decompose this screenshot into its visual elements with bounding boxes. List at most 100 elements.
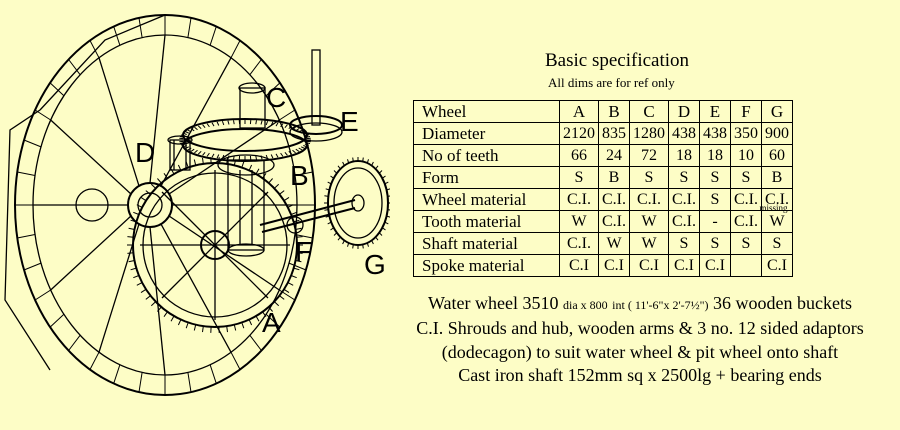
wheel-spoke bbox=[168, 215, 280, 291]
table-row: Wheel material C.I. C.I. C.I. C.I. S C.I… bbox=[413, 188, 793, 211]
table-cell: C.I. bbox=[598, 210, 630, 233]
table-cell: 438 bbox=[668, 122, 700, 145]
label-d: D bbox=[135, 137, 155, 168]
table-cell: 900 bbox=[761, 122, 793, 145]
gear-d bbox=[167, 135, 193, 171]
table-cell: 438 bbox=[699, 122, 731, 145]
table-cell: C.I. bbox=[559, 188, 599, 211]
table-cell: S bbox=[668, 232, 700, 255]
table-cell: C.I. bbox=[559, 232, 599, 255]
note-line-3: (dodecagon) to suit water wheel & pit wh… bbox=[441, 342, 839, 362]
table-cell: S bbox=[730, 166, 762, 189]
spec-title: Basic specification bbox=[545, 50, 690, 71]
table-row: Shaft material C.I. W W S S S S bbox=[413, 232, 793, 255]
label-f: F bbox=[295, 236, 312, 267]
row-label: Form bbox=[413, 166, 560, 189]
table-cell: 60 bbox=[761, 144, 793, 167]
table-cell: 18 bbox=[668, 144, 700, 167]
row-label: Spoke material bbox=[413, 254, 560, 277]
table-cell: C.I bbox=[699, 254, 731, 277]
wheel-spoke bbox=[98, 57, 140, 187]
label-b: B bbox=[290, 160, 309, 191]
table-cell: C.I. bbox=[730, 188, 762, 211]
gear-c-stack bbox=[179, 82, 311, 257]
gear-e bbox=[289, 49, 343, 142]
wheel-spoke bbox=[50, 119, 132, 195]
header-cell: E bbox=[699, 100, 731, 123]
table-cell: C.I. bbox=[668, 188, 700, 211]
label-c: C bbox=[266, 82, 286, 113]
note-line-2: C.I. Shrouds and hub, wooden arms & 3 no… bbox=[416, 318, 864, 338]
wheel-spoke bbox=[149, 34, 166, 184]
wheel-spoke bbox=[50, 215, 132, 291]
table-row: No of teeth 66 24 72 18 18 10 60 bbox=[413, 144, 793, 167]
table-cell: 24 bbox=[598, 144, 630, 167]
table-cell: S bbox=[699, 232, 731, 255]
table-cell: 10 bbox=[730, 144, 762, 167]
table-header-row: Wheel A B C D E F G bbox=[413, 100, 793, 123]
table-cell: missing W bbox=[759, 203, 793, 233]
table-cell: S bbox=[699, 188, 731, 211]
header-cell: G bbox=[761, 100, 793, 123]
label-g: G bbox=[364, 249, 386, 280]
note-line-4: Cast iron shaft 152mm sq x 2500lg + bear… bbox=[458, 365, 822, 385]
table-cell: S bbox=[668, 166, 700, 189]
gear-drawing: A B C D E F G bbox=[4, 14, 390, 396]
table-cell: 350 bbox=[730, 122, 762, 145]
row-label: Diameter bbox=[413, 122, 560, 145]
table-cell: W bbox=[559, 210, 599, 233]
table-cell: B bbox=[761, 166, 793, 189]
water-wheel bbox=[4, 14, 316, 396]
row-label: Shaft material bbox=[413, 232, 560, 255]
missing-note: missing bbox=[759, 202, 788, 213]
table-cell: - bbox=[699, 210, 731, 233]
note-line-1: Water wheel 3510 dia x 800 int ( 11'-6"x… bbox=[390, 293, 890, 314]
header-cell: C bbox=[629, 100, 669, 123]
table-cell: C.I bbox=[598, 254, 630, 277]
table-cell: S bbox=[761, 232, 793, 255]
note-dia: dia x 800 bbox=[563, 298, 608, 312]
table-cell: C.I bbox=[629, 254, 669, 277]
spec-table: Wheel A B C D E F G Diameter 2120 835 12… bbox=[413, 100, 793, 277]
table-cell: S bbox=[629, 166, 669, 189]
header-cell: A bbox=[559, 100, 599, 123]
gear-labels: A B C D E F G bbox=[135, 82, 386, 338]
note-buckets: 36 wooden buckets bbox=[713, 293, 852, 313]
table-cell: 1280 bbox=[629, 122, 669, 145]
table-cell: C.I. bbox=[761, 188, 793, 211]
row-label: Tooth material bbox=[413, 210, 560, 233]
label-a: A bbox=[262, 307, 281, 338]
wheel-spoke bbox=[149, 226, 166, 376]
header-cell: Wheel bbox=[413, 100, 560, 123]
table-cell: C.I. bbox=[730, 210, 762, 233]
table-cell: C.I. bbox=[598, 188, 630, 211]
table-cell: 835 bbox=[598, 122, 630, 145]
table-cell: S bbox=[699, 166, 731, 189]
row-label: Wheel material bbox=[413, 188, 560, 211]
header-cell: F bbox=[730, 100, 762, 123]
header-cell: B bbox=[598, 100, 630, 123]
table-cell: W bbox=[629, 210, 669, 233]
table-cell: C.I. bbox=[668, 210, 700, 233]
spec-subtitle: All dims are for ref only bbox=[548, 75, 675, 90]
wheel-spoke bbox=[168, 119, 280, 195]
header-cell: D bbox=[668, 100, 700, 123]
note-water-wheel: Water wheel 3510 bbox=[428, 293, 559, 313]
table-cell: S bbox=[730, 232, 762, 255]
row-label: No of teeth bbox=[413, 144, 560, 167]
table-cell: 66 bbox=[559, 144, 599, 167]
table-cell: C.I bbox=[668, 254, 700, 277]
table-row: Spoke material C.I C.I C.I C.I C.I C.I bbox=[413, 254, 793, 277]
cell-value: W bbox=[769, 212, 785, 230]
table-cell: 72 bbox=[629, 144, 669, 167]
table-row: Form S B S S S S B bbox=[413, 166, 793, 189]
table-cell: B bbox=[598, 166, 630, 189]
table-cell bbox=[730, 254, 762, 277]
wheel-spoke bbox=[160, 57, 232, 187]
table-cell: 18 bbox=[699, 144, 731, 167]
table-cell: W bbox=[629, 232, 669, 255]
note-int: int ( 11'-6"x 2'-7½") bbox=[612, 298, 709, 312]
gear-g bbox=[259, 157, 390, 249]
table-row: Tooth material W C.I. W C.I. - C.I. miss… bbox=[413, 203, 793, 233]
table-cell: S bbox=[559, 166, 599, 189]
